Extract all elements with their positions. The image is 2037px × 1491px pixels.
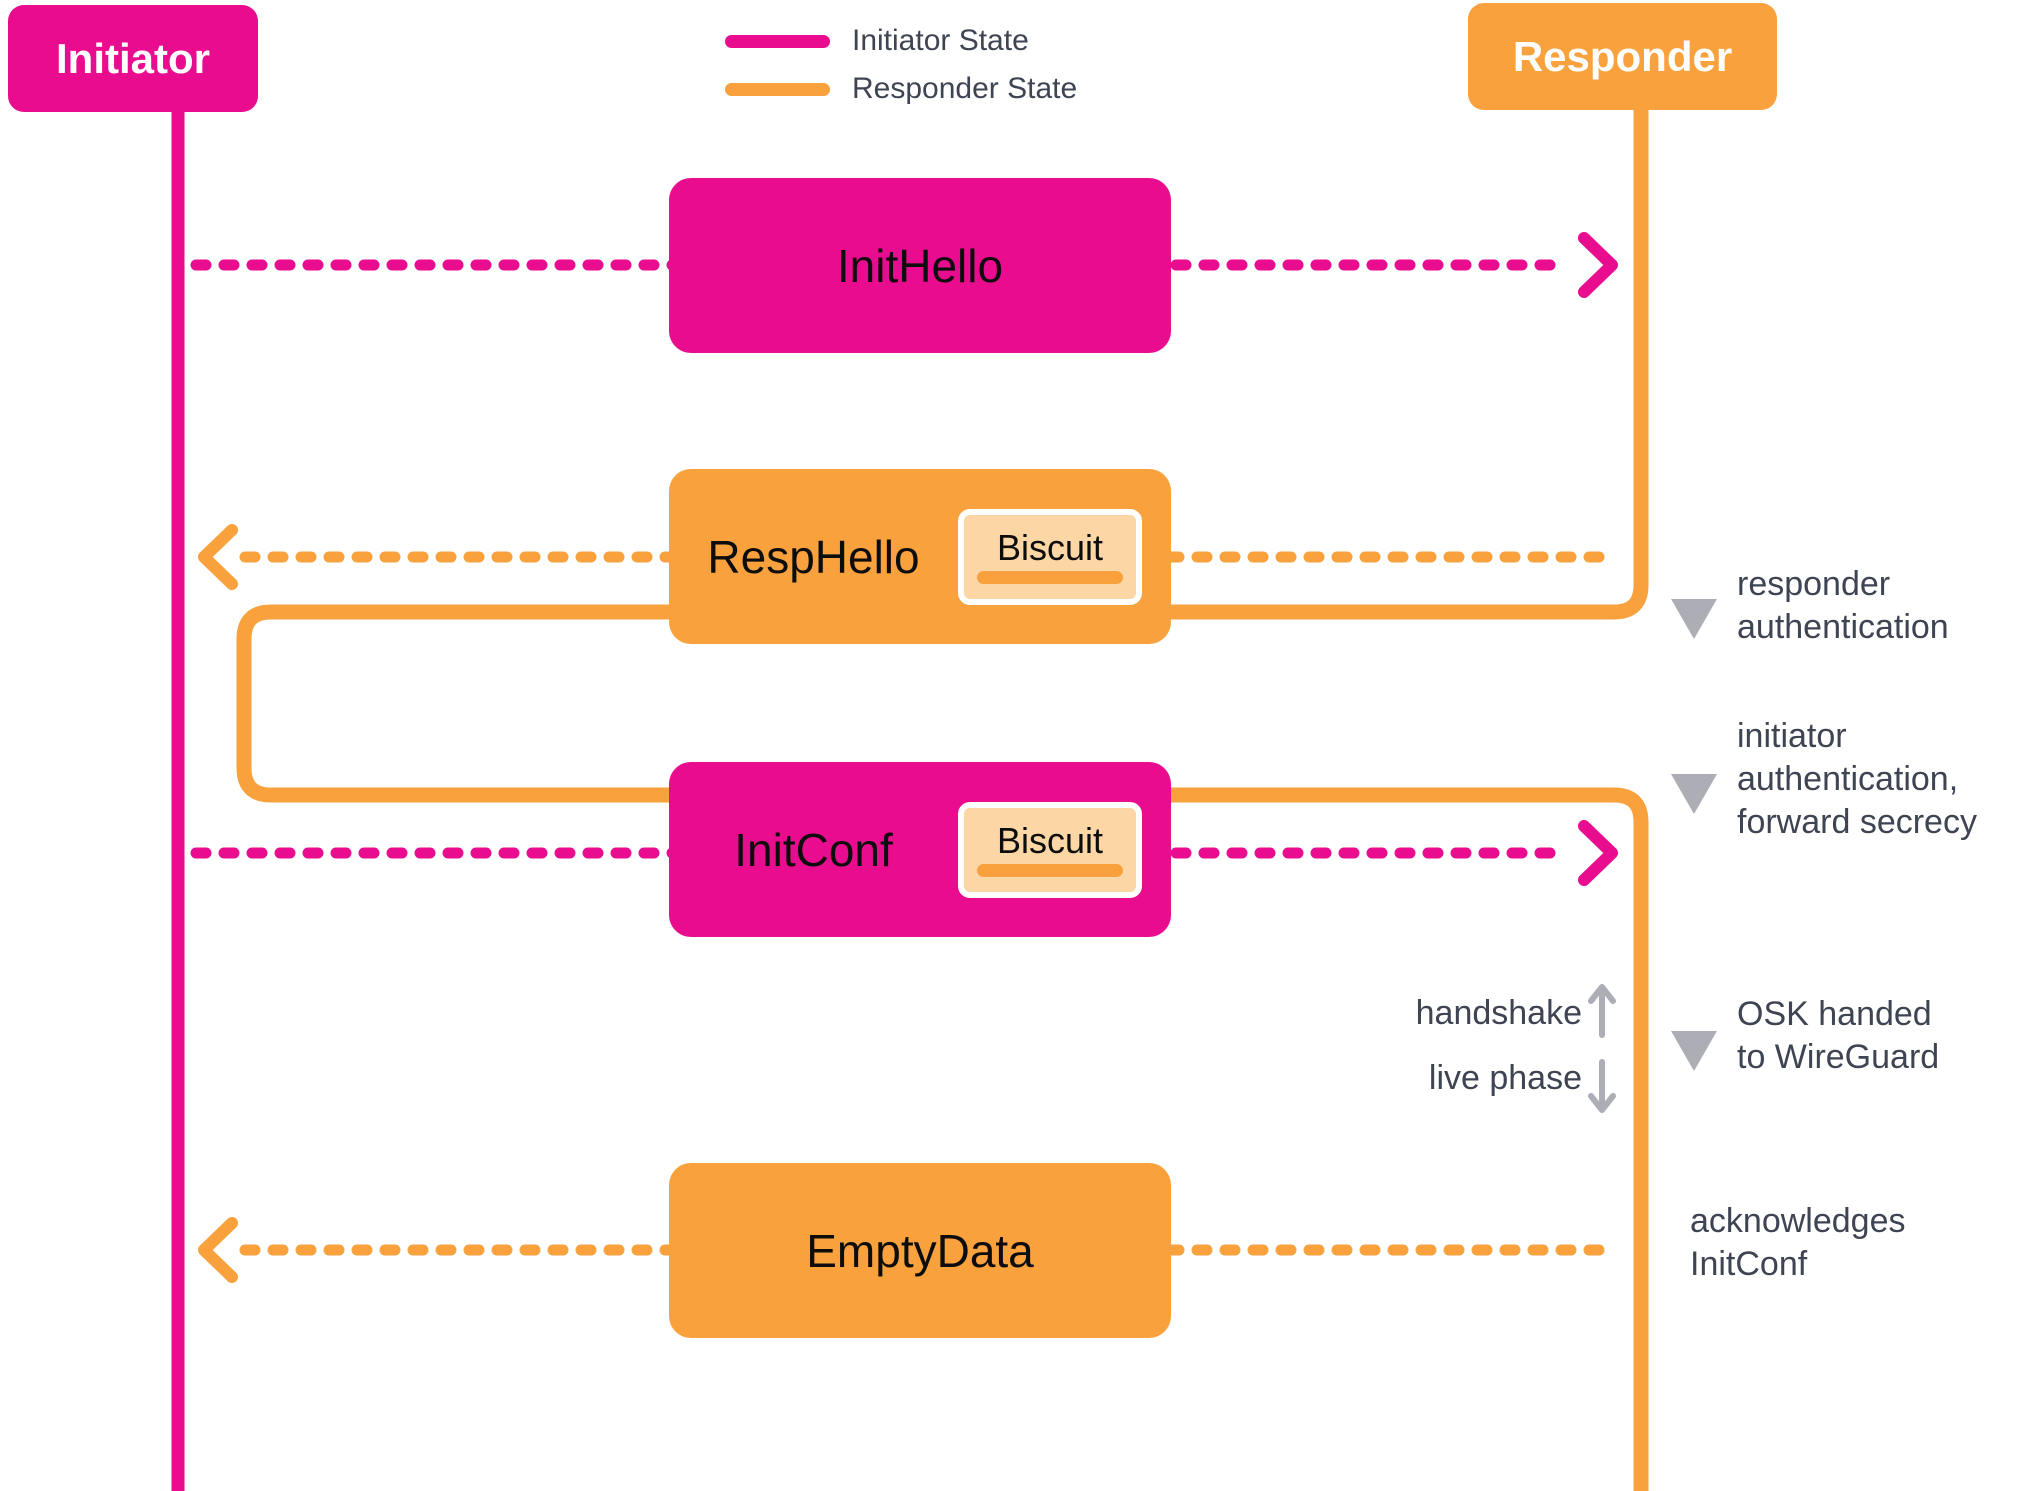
initconf-arrowhead-icon xyxy=(1578,820,1618,886)
handshake-up-arrowhead-icon xyxy=(1588,984,1616,1004)
resphello-arrowhead-icon xyxy=(198,524,238,590)
legend-label: Initiator State xyxy=(852,24,1029,57)
message-label: InitHello xyxy=(836,239,1004,292)
legend-label: Responder State xyxy=(852,72,1078,105)
biscuit-label: Biscuit xyxy=(996,820,1104,862)
inithello-arrowhead-icon xyxy=(1578,232,1618,298)
annotation-initiator-authentication: initiator authentication, forward secrec… xyxy=(1737,717,1977,841)
responder-node-label: Responder xyxy=(1512,32,1733,80)
biscuit-state-bar-icon xyxy=(977,863,1123,877)
biscuit-box: Biscuit xyxy=(958,508,1142,605)
responder-state-swatch-icon xyxy=(725,82,830,96)
annotation-acknowledges-initconf: acknowledges InitConf xyxy=(1690,1202,1906,1283)
annotation-osk-wireguard: OSK handed to WireGuard xyxy=(1737,995,1940,1076)
live-phase-label: live phase xyxy=(1428,1059,1582,1097)
message-emptydata: EmptyData xyxy=(669,1163,1171,1338)
legend-item-initiator-state: Initiator State xyxy=(725,17,1077,65)
message-label: EmptyData xyxy=(806,1224,1034,1277)
annotation-responder-authentication: responder authentication xyxy=(1737,565,1949,646)
initiator-node: Initiator xyxy=(8,5,258,112)
osk-triangle-icon xyxy=(1671,1031,1717,1071)
initiator-state-swatch-icon xyxy=(725,34,830,48)
handshake-phase-label: handshake xyxy=(1415,994,1582,1032)
live-phase-down-arrowhead-icon xyxy=(1588,1093,1616,1113)
biscuit-box: Biscuit xyxy=(958,801,1142,898)
biscuit-state-bar-icon xyxy=(977,570,1123,584)
legend: Initiator State Responder State xyxy=(725,17,1077,113)
message-initconf: InitConf Biscuit xyxy=(669,762,1171,937)
message-resphello: RespHello Biscuit xyxy=(669,469,1171,644)
responder-state-line xyxy=(236,108,1649,1491)
biscuit-label: Biscuit xyxy=(996,527,1104,569)
responder-node: Responder xyxy=(1468,3,1777,110)
emptydata-arrowhead-icon xyxy=(198,1217,238,1283)
initiator-node-label: Initiator xyxy=(56,34,210,82)
message-label: RespHello xyxy=(707,530,920,583)
initiator-auth-triangle-icon xyxy=(1671,774,1717,814)
legend-item-responder-state: Responder State xyxy=(725,65,1077,113)
message-label: InitConf xyxy=(734,823,893,876)
message-inithello: InitHello xyxy=(669,178,1171,353)
responder-auth-triangle-icon xyxy=(1671,599,1717,639)
